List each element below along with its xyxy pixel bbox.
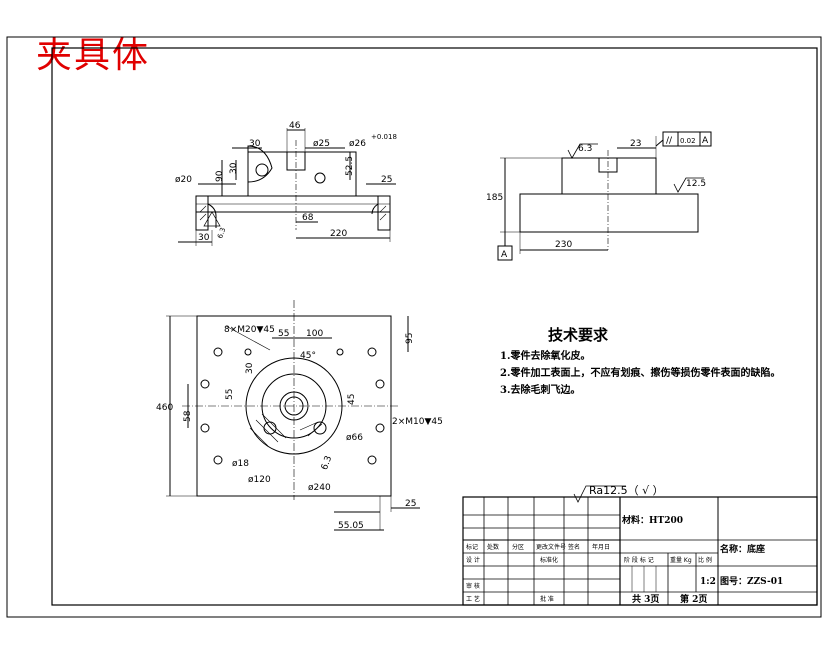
tb-weight: 重量 Kg [670,556,692,564]
tb-name: 名称：底座 [720,543,765,555]
top-dim-58: 58 [183,410,193,422]
general-roughness-symbol [573,485,626,503]
top-dim-d18: ø18 [232,459,249,469]
top-dim-25: 25 [405,499,416,509]
dim-46: 46 [289,121,301,131]
dim-30-vertical: 30 [229,162,239,174]
tb-row-process: 工 艺 [466,595,480,603]
top-dim-30: 30 [245,362,255,374]
side-roughness-12-5: 12.5 [686,179,706,189]
gtol-symbol: // [666,136,673,146]
tb-material: 材料：HT200 [621,514,683,526]
drawing-title: 夹具体 [36,35,151,76]
top-dim-holes2: 2×M10▼45 [392,417,443,427]
dim-d25: ø25 [313,139,330,149]
top-view-labels: 8×M20▼45 55 100 30 45° 95 460 58 55 45 2… [156,325,443,531]
tb-row-mark: 标记 [466,543,478,551]
tb-drawing-number: 图号：ZZS-01 [720,576,783,587]
front-view-labels: 46 30 ø25 ø26 +0.018 ø20 90 30 52.5 25 6… [175,121,397,243]
inner-border [51,47,818,606]
side-dim-230: 230 [555,240,572,250]
dim-68: 68 [302,213,314,223]
dim-52-5: 52.5 [345,156,355,176]
gtol-datum: A [702,136,709,146]
tb-sheet-number: 第 2页 [680,593,707,605]
top-dim-100: 100 [306,329,323,339]
tb-sheets-total: 共 3页 [632,593,659,605]
top-dim-d66: ø66 [346,433,363,443]
top-dim-55-vertical: 55 [225,389,235,400]
side-view [497,131,712,261]
outer-border [6,36,822,618]
top-dim-45: 45 [347,394,357,405]
dim-roughness-6-3: 6.3 [216,226,227,239]
dim-220: 220 [330,229,347,239]
tb-row-review: 审 核 [466,582,480,590]
dim-tol: +0.018 [371,133,397,141]
technical-requirements: 技术要求 1.零件去除氧化皮。 2.零件加工表面上，不应有划痕、擦伤等损伤零件表… [500,326,780,396]
top-dim-6-3: 6.3 [320,455,334,472]
tb-ratio: 比 例 [698,556,712,564]
dim-30: 30 [249,139,261,149]
dim-30-bottom: 30 [198,233,210,243]
general-roughness: Ra12.5（ √ ） [589,484,664,497]
side-dim-185: 185 [486,193,503,203]
top-dim-45deg: 45° [300,351,316,361]
dim-d20: ø20 [175,175,192,185]
dim-d26: ø26 [349,139,366,149]
top-dim-d120: ø120 [248,475,271,485]
tb-header-count: 处数 [487,543,499,551]
tb-scale: 1:2 [700,577,716,587]
dim-90: 90 [215,170,225,182]
datum-label: A [501,250,508,260]
tb-header-zone: 分区 [512,543,524,551]
top-dim-95: 95 [405,333,415,344]
tb-header-sign: 签名 [568,543,580,551]
tb-approve: 批 准 [540,595,554,603]
top-dim-55: 55 [278,329,289,339]
tb-header-doc: 更改文件号 [536,543,566,551]
front-view [178,128,396,246]
side-dim-23: 23 [630,139,641,149]
top-dim-55-05: 55.05 [338,521,364,531]
requirement-1: 1.零件去除氧化皮。 [500,349,590,362]
side-roughness-6-3: 6.3 [578,144,592,154]
dim-25-right: 25 [381,175,392,185]
tb-header-date: 年月日 [592,543,610,551]
top-dim-d240: ø240 [308,483,331,493]
requirement-3: 3.去除毛刺飞边。 [500,383,580,396]
top-dim-holes8: 8×M20▼45 [224,325,275,335]
top-dim-460: 460 [156,403,173,413]
title-block [462,496,818,606]
requirement-2: 2.零件加工表面上，不应有划痕、擦伤等损伤零件表面的缺陷。 [500,366,780,379]
top-view [166,300,420,531]
gtol-value: 0.02 [680,137,696,145]
title-block-text: 材料：HT200 名称：底座 图号：ZZS-01 1:2 共 3页 第 2页 标… [466,514,783,605]
side-view-labels: 6.3 23 // 0.02 A 12.5 185 230 A [486,136,709,260]
requirements-heading: 技术要求 [548,326,609,344]
tb-standardization: 标准化 [540,556,558,564]
tb-row-design: 设 计 [466,556,480,564]
tb-stage: 阶 段 标 记 [624,556,654,564]
